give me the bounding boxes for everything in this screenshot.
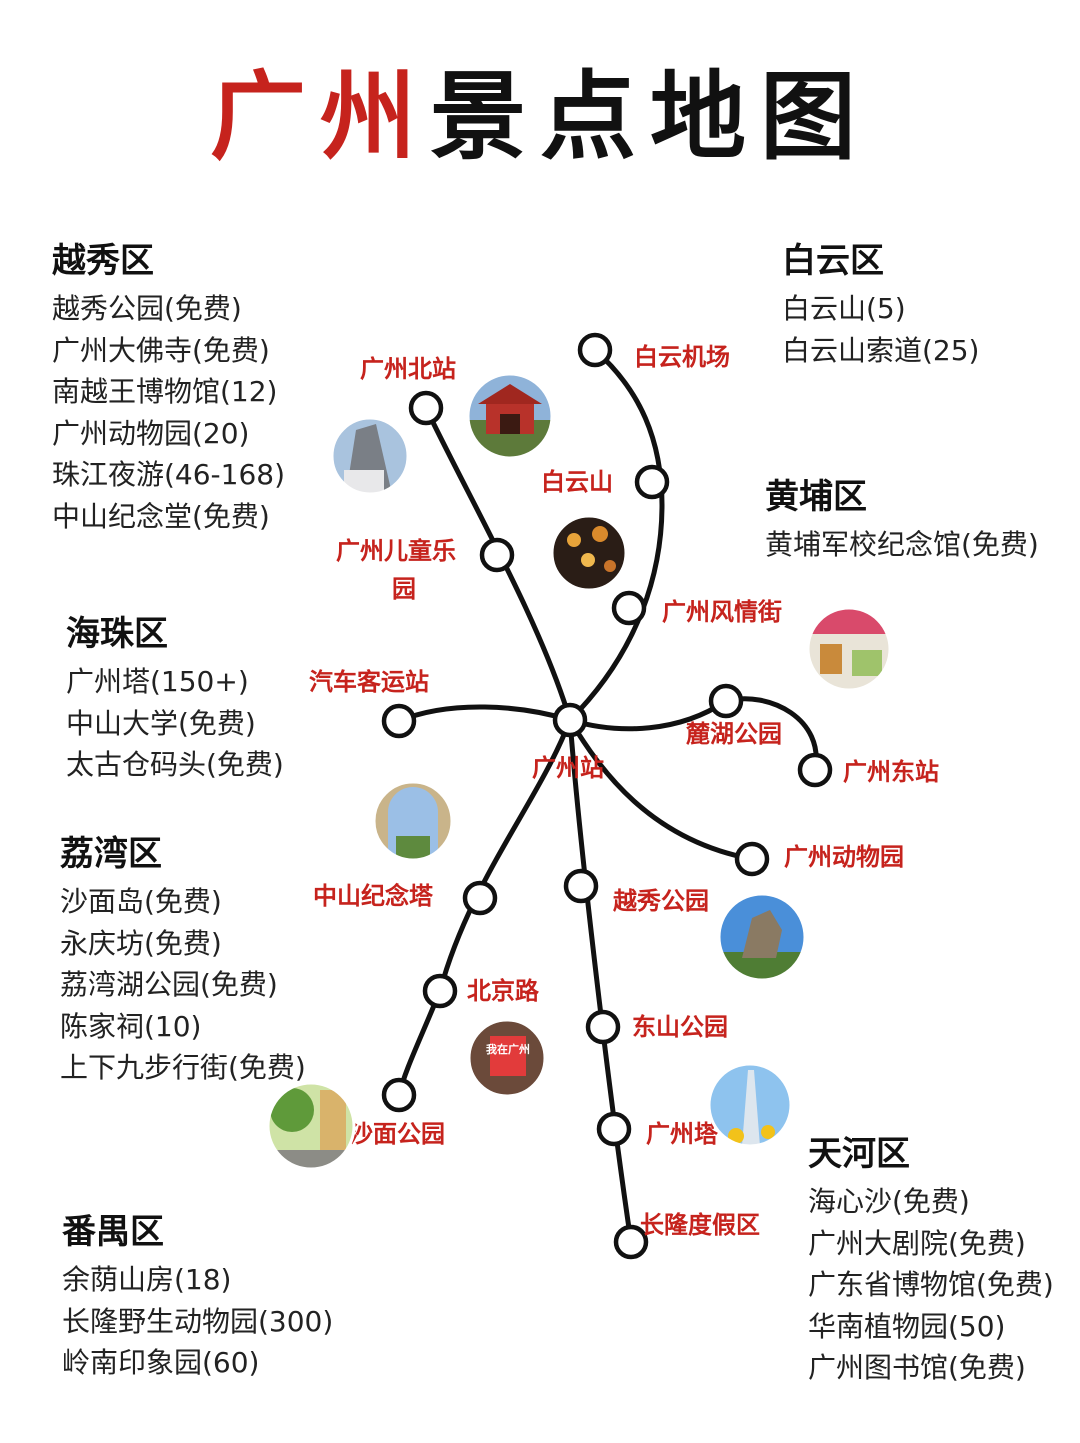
attraction-item: 广州图书馆(免费) bbox=[808, 1351, 1026, 1384]
district-tianhe: 天河区 海心沙(免费) 广州大剧院(免费) 广东省博物馆(免费) 华南植物园(5… bbox=[808, 1131, 1054, 1389]
district-name: 天河区 bbox=[808, 1134, 910, 1174]
district-name: 黄埔区 bbox=[765, 477, 867, 517]
photo-beijing-road: 我在广州 bbox=[467, 1018, 547, 1098]
station-shamian-park bbox=[381, 1077, 417, 1113]
station-north-station bbox=[408, 390, 444, 426]
station-zoo bbox=[734, 841, 770, 877]
station-east-station bbox=[797, 752, 833, 788]
label-children-park-2: 园 bbox=[392, 575, 416, 603]
station-fengqing-street bbox=[611, 590, 647, 626]
district-name: 越秀区 bbox=[52, 241, 154, 281]
photo-arch bbox=[372, 780, 454, 862]
station-chimelong bbox=[613, 1224, 649, 1260]
label-bus-station: 汽车客运站 bbox=[309, 668, 429, 696]
attraction-item: 黄埔军校纪念馆(免费) bbox=[765, 528, 1039, 561]
attraction-item: 中山大学(免费) bbox=[66, 706, 256, 740]
label-east-station: 广州东站 bbox=[843, 758, 939, 786]
attraction-item: 越秀公园(免费) bbox=[52, 292, 242, 325]
photo-trees bbox=[266, 1081, 356, 1171]
photo-street bbox=[806, 606, 892, 692]
attraction-item: 太古仓码头(免费) bbox=[66, 748, 284, 781]
photo-stone bbox=[330, 416, 410, 496]
district-haizhu: 海珠区 广州塔(150+) 中山大学(免费) 太古仓码头(免费) bbox=[66, 611, 284, 786]
attraction-item: 广东省博物馆(免费) bbox=[808, 1268, 1054, 1301]
district-panyu: 番禺区 余荫山房(18) 长隆野生动物园(300) 岭南印象园(60) bbox=[62, 1209, 333, 1384]
attraction-item: 海心沙(免费) bbox=[808, 1185, 970, 1218]
label-zoo: 广州动物园 bbox=[784, 843, 904, 871]
attraction-item: 广州大剧院(免费) bbox=[808, 1226, 1026, 1260]
district-name: 番禺区 bbox=[62, 1212, 164, 1252]
station-yuexiu-park bbox=[563, 868, 599, 904]
attraction-item: 上下九步行街(免费) bbox=[60, 1051, 306, 1084]
district-baiyun: 白云区 白云山(5) 白云山索道(25) bbox=[782, 238, 979, 371]
attraction-item: 岭南印象园(60) bbox=[62, 1346, 260, 1379]
label-fengqing-street: 广州风情街 bbox=[662, 598, 782, 626]
label-beijing-road: 北京路 bbox=[467, 977, 540, 1005]
label-chimelong: 长隆度假区 bbox=[640, 1211, 760, 1239]
label-dongshan-park: 东山公园 bbox=[632, 1013, 728, 1041]
district-yuexiu: 越秀区 越秀公园(免费) 广州大佛寺(免费) 南越王博物馆(12) 广州动物园(… bbox=[52, 238, 285, 537]
line-bus-station bbox=[396, 704, 573, 724]
district-huangpu: 黄埔区 黄埔军校纪念馆(免费) bbox=[765, 474, 1039, 566]
station-luhu-park bbox=[708, 683, 744, 719]
attraction-item: 沙面岛(免费) bbox=[60, 885, 222, 918]
attraction-item: 陈家祠(10) bbox=[60, 1009, 202, 1043]
station-guangzhou-station bbox=[552, 702, 588, 738]
attraction-item: 华南植物园(50) bbox=[808, 1309, 1006, 1343]
station-bus-station bbox=[381, 703, 417, 739]
line-zoo bbox=[567, 717, 755, 862]
line-shamian bbox=[396, 717, 573, 1098]
title-rest: 景点地图 bbox=[430, 60, 870, 173]
attraction-item: 中山纪念堂(免费) bbox=[52, 499, 270, 533]
label-baiyun-airport: 白云机场 bbox=[634, 343, 730, 371]
sign-text: 我在广州 bbox=[486, 1042, 530, 1056]
label-north-station: 广州北站 bbox=[360, 355, 456, 383]
stations bbox=[381, 332, 833, 1260]
photo-temple bbox=[466, 372, 554, 460]
attraction-item: 荔湾湖公园(免费) bbox=[60, 968, 278, 1001]
label-guangzhou-station: 广州站 bbox=[532, 754, 604, 782]
district-liwan: 荔湾区 沙面岛(免费) 永庆坊(免费) 荔湾湖公园(免费) 陈家祠(10) 上下… bbox=[60, 831, 306, 1089]
district-name: 荔湾区 bbox=[60, 834, 162, 874]
attraction-item: 南越王博物馆(12) bbox=[52, 375, 278, 408]
station-children-park bbox=[479, 537, 515, 573]
station-canton-tower bbox=[596, 1111, 632, 1147]
station-baiyunshan bbox=[634, 464, 670, 500]
station-labels: 白云机场 白云山 广州风情街 广州北站 广州儿童乐 园 汽车客运站 广州站 麓湖… bbox=[309, 343, 939, 1239]
station-baiyun-airport bbox=[577, 332, 613, 368]
photo-canton-tower bbox=[707, 1062, 793, 1148]
photo-lanterns bbox=[550, 514, 628, 592]
attraction-item: 广州动物园(20) bbox=[52, 416, 250, 450]
label-canton-tower: 广州塔 bbox=[646, 1120, 719, 1148]
attraction-item: 白云山(5) bbox=[782, 292, 906, 325]
attraction-item: 余荫山房(18) bbox=[62, 1263, 232, 1296]
label-baiyunshan: 白云山 bbox=[541, 468, 613, 496]
attraction-item: 珠江夜游(46-168) bbox=[52, 458, 286, 491]
attraction-item: 永庆坊(免费) bbox=[60, 926, 222, 960]
metro-lines bbox=[396, 347, 819, 1245]
station-zhongshan-tower bbox=[462, 880, 498, 916]
photo-rams-statue bbox=[717, 892, 807, 982]
label-zhongshan-tower: 中山纪念塔 bbox=[313, 882, 434, 910]
district-name: 海珠区 bbox=[66, 614, 168, 654]
attraction-item: 长隆野生动物园(300) bbox=[62, 1304, 334, 1338]
label-shamian-park: 沙面公园 bbox=[349, 1120, 445, 1148]
district-name: 白云区 bbox=[782, 241, 884, 281]
attraction-item: 广州塔(150+) bbox=[66, 665, 249, 698]
attraction-item: 广州大佛寺(免费) bbox=[52, 333, 270, 367]
label-luhu-park: 麓湖公园 bbox=[686, 720, 782, 748]
attraction-item: 白云山索道(25) bbox=[782, 333, 980, 367]
label-children-park-1: 广州儿童乐 bbox=[336, 537, 456, 565]
title-city: 广州 bbox=[210, 60, 430, 173]
station-beijing-road bbox=[422, 973, 458, 1009]
line-airport bbox=[567, 347, 665, 723]
station-dongshan-park bbox=[585, 1009, 621, 1045]
label-yuexiu-park: 越秀公园 bbox=[613, 887, 709, 915]
line-chimelong bbox=[567, 717, 634, 1245]
page-title: 广州景点地图 bbox=[0, 52, 1080, 182]
